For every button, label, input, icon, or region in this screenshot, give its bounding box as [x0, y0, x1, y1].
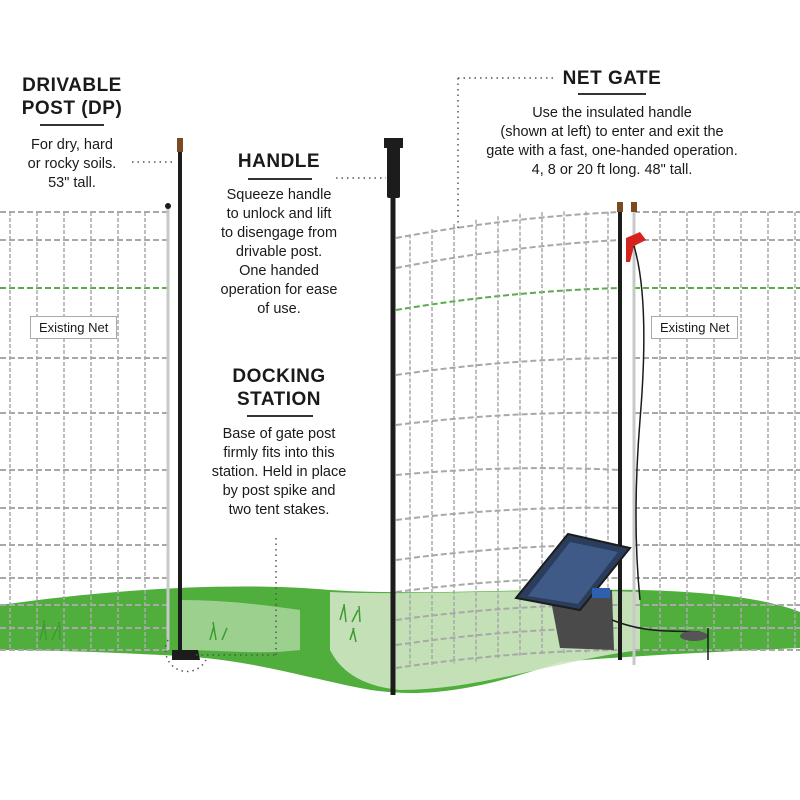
red-clip-icon	[626, 232, 646, 601]
docking-station-title: DOCKING STATION	[196, 365, 362, 411]
docking-desc-line: station. Held in place	[211, 464, 347, 480]
handle-rule	[248, 178, 312, 180]
drivable-post	[172, 138, 200, 660]
drivable-post-title-line1: DRIVABLE	[22, 75, 122, 96]
left-existing-net	[0, 211, 168, 651]
drivable-post-rule	[40, 124, 104, 126]
net-gate-desc-line: (shown at left) to enter and exit the	[500, 124, 724, 140]
docking-station-title-line2: STATION	[236, 389, 322, 410]
gate-strand	[395, 467, 621, 476]
leader-lines	[132, 77, 555, 673]
docking-station-title-line1: DOCKING	[232, 366, 326, 387]
docking-desc-line: firmly fits into this	[223, 445, 335, 461]
gate-strand	[395, 576, 621, 593]
drivable-post-desc-line3: 53" tall.	[48, 175, 96, 191]
gate-strand	[395, 603, 621, 621]
handle-desc-line: Squeeze handle	[226, 187, 332, 203]
net-gate-description: Use the insulated handle (shown at left)…	[462, 104, 762, 180]
net-gate-desc-line: gate with a fast, one-handed operation.	[486, 143, 738, 159]
gate-strand	[395, 357, 621, 376]
net-gate-desc-line: 4, 8 or 20 ft long. 48" tall.	[531, 162, 693, 178]
gate-strand	[395, 649, 621, 669]
insulated-handle-icon	[384, 138, 403, 198]
solar-energizer-icon	[514, 532, 709, 660]
net-gate-title: NET GATE	[562, 68, 662, 89]
docking-station-rule	[247, 415, 313, 417]
drivable-post-desc-line1: For dry, hard	[31, 137, 113, 153]
drivable-post-title-line2: POST (DP)	[21, 98, 123, 119]
handle-desc-line: of use.	[257, 301, 301, 317]
existing-net-label-left: Existing Net	[30, 316, 118, 339]
docking-desc-line: Base of gate post	[222, 426, 336, 442]
drivable-post-desc-line2: or rocky soils.	[27, 156, 117, 172]
net-gate-rule	[578, 93, 646, 95]
right-existing-net	[634, 211, 800, 651]
gate-strand	[395, 287, 621, 311]
ground-grass	[0, 586, 800, 693]
existing-net-label-right: Existing Net	[651, 316, 739, 339]
drivable-post-title: DRIVABLE POST (DP)	[0, 74, 144, 120]
handle-desc-line: drivable post.	[235, 244, 323, 260]
gate-strand	[395, 239, 621, 269]
grass-tufts	[39, 603, 361, 643]
right-gate-end-post	[617, 202, 637, 665]
handle-desc-line: to disengage from	[220, 225, 338, 241]
docking-desc-line: two tent stakes.	[228, 502, 330, 518]
gate-strand	[395, 627, 621, 646]
docking-desc-line: by post spike and	[222, 483, 336, 499]
handle-description: Squeeze handle to unlock and lift to dis…	[196, 186, 362, 319]
gate-strand	[395, 411, 621, 426]
left-net-end-post	[165, 203, 171, 650]
net-gate-desc-line: Use the insulated handle	[532, 105, 692, 121]
handle-title: HANDLE	[237, 151, 321, 172]
handle-desc-line: operation for ease	[220, 282, 338, 298]
drivable-post-description: For dry, hard or rocky soils. 53" tall.	[0, 136, 144, 193]
docking-station-description: Base of gate post firmly fits into this …	[190, 425, 368, 520]
gate-strand	[395, 211, 621, 239]
handle-desc-line: One handed	[239, 263, 319, 279]
handle-desc-line: to unlock and lift	[226, 206, 332, 222]
gate-strand	[395, 543, 621, 561]
gate-strand	[395, 506, 621, 521]
